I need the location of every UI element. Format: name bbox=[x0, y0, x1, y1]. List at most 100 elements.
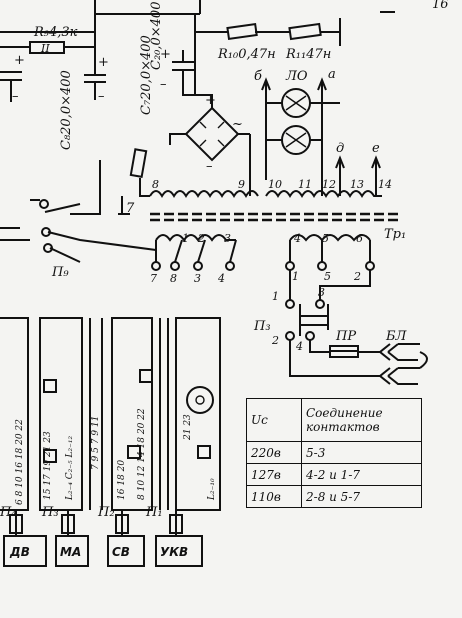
p9-contact-4[interactable] bbox=[225, 261, 235, 271]
p9-contact-a[interactable] bbox=[39, 199, 49, 209]
p3-contact-1[interactable] bbox=[285, 299, 295, 309]
switch-p9-label: П₉ bbox=[51, 265, 69, 280]
c7-label: C₇20,0×400 bbox=[139, 35, 154, 115]
strip-label-8: L₂₋₁₀ bbox=[207, 478, 217, 501]
table-cell-connection: 2-8 и 5-7 bbox=[301, 485, 422, 508]
strip-label-3: L₂₋₄ С₂₋₅ L₂₋₁₂ bbox=[65, 436, 75, 501]
winding-num-14: 14 bbox=[378, 178, 392, 191]
fuse-label: ПР bbox=[335, 329, 356, 344]
band-button-dv[interactable] bbox=[3, 535, 47, 567]
table-row: 127в 4-2 и 1-7 bbox=[246, 463, 422, 486]
strip-label-5: 16 18 20 bbox=[117, 460, 127, 500]
band-button-ukv[interactable] bbox=[155, 535, 203, 567]
p9-contact-3[interactable] bbox=[193, 261, 203, 271]
r9-wire bbox=[0, 32, 96, 75]
winding-num-12: 12 bbox=[322, 178, 336, 191]
resistor-small bbox=[129, 148, 148, 179]
stem-cap-3 bbox=[115, 514, 129, 534]
p3-contact-3[interactable] bbox=[315, 299, 325, 309]
prim-num-3: 3 bbox=[224, 232, 231, 245]
strip-label-2: 15 17 19 21 23 bbox=[43, 431, 53, 500]
p3-top-contact-5[interactable] bbox=[317, 261, 327, 271]
stem-cap-2 bbox=[61, 514, 75, 534]
prim-num-5: 5 bbox=[322, 232, 329, 245]
band-button-ma-label: МА bbox=[60, 545, 81, 559]
cap-left-minus: – bbox=[12, 89, 19, 104]
lamp-wires bbox=[265, 82, 340, 180]
strip-label-1: 6 8 10 16 18 20 22 bbox=[15, 419, 25, 505]
resistor-r11 bbox=[288, 22, 322, 41]
bridge-rectifier bbox=[184, 106, 240, 162]
prim-num-4: 4 bbox=[293, 232, 301, 245]
p9-contact-7[interactable] bbox=[151, 261, 161, 271]
lamp-filaments bbox=[285, 95, 307, 148]
band-switch-p2: П₂ bbox=[97, 505, 115, 520]
secondary-winding-8-9 bbox=[149, 190, 259, 198]
table-row: 110в 2-8 и 5-7 bbox=[246, 485, 422, 508]
band-button-ma[interactable] bbox=[55, 535, 89, 567]
prim-num-6: 6 bbox=[356, 232, 363, 245]
plug-bl[interactable] bbox=[379, 343, 420, 385]
strip-pad-2 bbox=[43, 449, 57, 463]
prim-num-2: 2 bbox=[197, 232, 205, 245]
band-switch-p4: П₄ bbox=[0, 505, 17, 520]
terminal-lo: ЛО bbox=[285, 69, 308, 84]
top-rail-wire bbox=[195, 11, 395, 46]
r11-label: R₁₁47н bbox=[285, 47, 331, 62]
bridge-ac-mark: ~ bbox=[232, 117, 243, 132]
p9-num-4: 4 bbox=[217, 272, 225, 285]
terminal-e: е bbox=[372, 141, 380, 156]
band-button-sv[interactable] bbox=[107, 535, 145, 567]
r9-marking: II bbox=[40, 42, 50, 55]
band-button-dv-label: ДВ bbox=[9, 545, 30, 559]
terminal-a: а bbox=[328, 67, 336, 82]
table-header-voltage: Uс bbox=[246, 398, 302, 442]
small-res-wire bbox=[139, 178, 150, 197]
p9-num-3: 3 bbox=[194, 272, 201, 285]
core-left-mark bbox=[118, 196, 130, 215]
winding-num-9: 9 bbox=[238, 178, 245, 191]
p9-contact-8[interactable] bbox=[170, 261, 180, 271]
strip-pad-1 bbox=[43, 379, 57, 393]
lamp-arrows bbox=[261, 77, 327, 91]
strip-2 bbox=[39, 317, 83, 511]
p3-num-2: 2 bbox=[271, 334, 279, 347]
p9-contact-b[interactable] bbox=[41, 227, 51, 237]
c7-minus: – bbox=[160, 77, 167, 92]
mains-wires bbox=[289, 340, 380, 377]
transformer-label: Тр₁ bbox=[384, 227, 406, 242]
stem-cap-1 bbox=[9, 514, 23, 534]
resistor-r10 bbox=[226, 22, 258, 41]
strip-dividers bbox=[89, 318, 169, 510]
terminal-d: д bbox=[336, 141, 344, 156]
switch-p9-wiring bbox=[0, 160, 157, 263]
table-header-connection: Соединение контактов bbox=[301, 398, 422, 442]
cap-left-plus: + bbox=[14, 53, 25, 68]
plug-label: БЛ bbox=[385, 329, 408, 344]
p3-top-num-5: 5 bbox=[324, 270, 331, 283]
band-button-sv-label: СВ bbox=[112, 545, 130, 559]
strip-pad-3 bbox=[139, 369, 153, 383]
strip-4 bbox=[175, 317, 221, 511]
p3-top-contact-2[interactable] bbox=[365, 261, 375, 271]
p3-slider[interactable] bbox=[299, 315, 329, 326]
voltage-connection-table: Uс Соединение контактов 220в 5-3 127в 4-… bbox=[246, 398, 422, 508]
primary-winding-1-3 bbox=[155, 234, 236, 242]
table-cell-connection: 5-3 bbox=[301, 441, 422, 464]
p3-contact-2[interactable] bbox=[285, 331, 295, 341]
table-row: 220в 5-3 bbox=[246, 441, 422, 464]
strip-pad-4 bbox=[127, 445, 141, 459]
p3-contact-4[interactable] bbox=[305, 331, 315, 341]
p9-num-7: 7 bbox=[150, 272, 157, 285]
p9-contact-c[interactable] bbox=[43, 243, 53, 253]
bridge-plus: + bbox=[205, 93, 216, 108]
p3-num-4: 4 bbox=[295, 340, 303, 353]
terminal-d-e-wires bbox=[335, 155, 381, 182]
p3-top-contact-1[interactable] bbox=[285, 261, 295, 271]
capacitor-c8 bbox=[84, 74, 106, 100]
prim-num-1: 1 bbox=[182, 232, 189, 245]
band-switch-p3: П₃ bbox=[41, 505, 59, 520]
table-cell-voltage: 127в bbox=[246, 463, 302, 486]
corner-mark: 16 bbox=[432, 0, 449, 12]
r9-label: R₉4,3к bbox=[33, 25, 78, 40]
